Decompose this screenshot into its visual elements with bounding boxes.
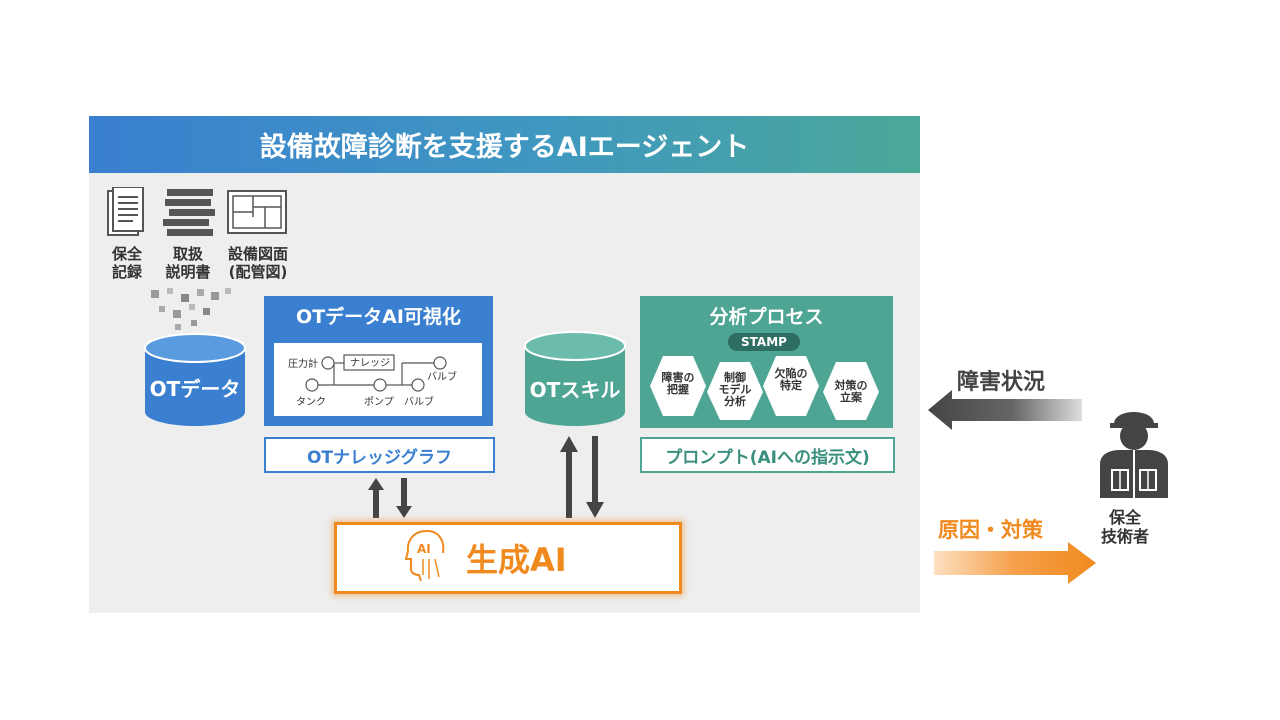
generative-ai-box	[334, 522, 682, 594]
drawing-label: 設備図面 (配管図)	[227, 245, 288, 281]
cause-measure-label: 原因・対策	[938, 518, 1043, 542]
ot-knowledge-graph-label: OTナレッジグラフ	[264, 437, 495, 473]
manual-label: 取扱 説明書	[165, 245, 211, 281]
ot-skill-database-icon	[524, 331, 626, 426]
maintenance-record-label: 保全 記録	[111, 245, 142, 281]
prompt-label: プロンプト(AIへの指示文)	[640, 437, 895, 473]
data-pixels-decoration	[151, 288, 231, 330]
ot-skill-label: OTスキル	[529, 378, 621, 402]
node-knowledge: ナレッジ	[350, 357, 390, 369]
knowledge-graph-network: 圧力計 ナレッジ バルブ タンク ポンプ バルブ	[288, 354, 457, 408]
node-pressure-gauge: 圧力計	[288, 357, 318, 370]
step-control-model-analysis: 制御 モデル 分析	[718, 371, 752, 408]
ot-data-database-icon	[144, 333, 246, 426]
ai-head-icon: AI	[405, 530, 445, 582]
ai-icon-text: AI	[417, 542, 431, 556]
analysis-process-title: 分析プロセス	[709, 306, 824, 328]
stamp-badge: STAMP	[728, 333, 800, 351]
manual-icon	[163, 189, 215, 236]
step-grasp-failure: 障害の 把握	[661, 371, 695, 396]
maintenance-record-icon	[107, 187, 144, 236]
ot-data-viz-title: OTデータAI可視化	[296, 306, 461, 328]
knowledge-graph-diagram: 圧力計 ナレッジ バルブ タンク ポンプ バルブ	[274, 343, 482, 416]
kg-genai-arrows	[368, 478, 412, 518]
technician-label: 保全 技術者	[1100, 508, 1149, 546]
step-plan-measures: 対策の 立案	[834, 379, 868, 404]
ot-data-label: OTデータ	[149, 377, 241, 401]
node-valve-1: バルブ	[427, 370, 457, 383]
document-icons-group	[107, 187, 287, 236]
technician-icon	[1100, 412, 1168, 498]
generative-ai-label: 生成AI	[466, 541, 567, 579]
step-identify-defect: 欠陥の 特定	[774, 367, 808, 392]
node-tank: タンク	[296, 396, 326, 408]
diagram-title: 設備故障診断を支援するAIエージェント	[89, 116, 920, 173]
process-steps-hexagons	[650, 356, 879, 420]
equipment-drawing-icon	[227, 190, 287, 234]
cause-measure-arrow	[934, 542, 1096, 584]
failure-status-arrow	[928, 390, 1082, 430]
node-valve-2: バルブ	[404, 395, 434, 408]
skill-genai-arrows	[560, 436, 604, 518]
failure-status-label: 障害状況	[957, 370, 1046, 395]
node-pump: ポンプ	[364, 396, 394, 408]
